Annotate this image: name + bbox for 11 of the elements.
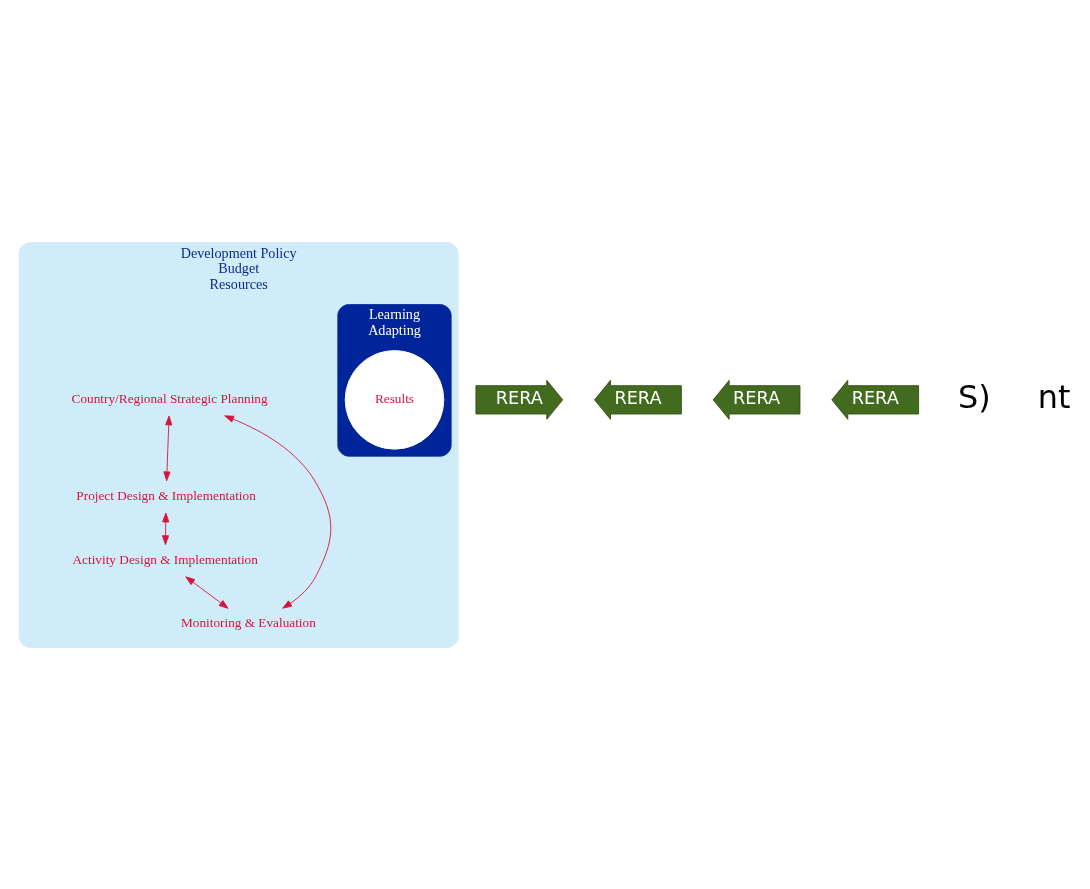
node-text: Activity Design & Implementation: [72, 551, 258, 567]
arrow: [163, 415, 173, 481]
label: nt: [1037, 377, 1071, 416]
label: S): [958, 377, 991, 416]
node-text: Monitoring & Evaluation: [180, 614, 316, 630]
arrow: [162, 512, 170, 545]
node-circle: Results: [344, 349, 445, 450]
arrow: [185, 575, 229, 609]
node-text: Country/Regional Strategic Planning: [71, 390, 268, 406]
arrow: [224, 414, 332, 609]
node-text: Project Design & Implementation: [76, 487, 256, 503]
